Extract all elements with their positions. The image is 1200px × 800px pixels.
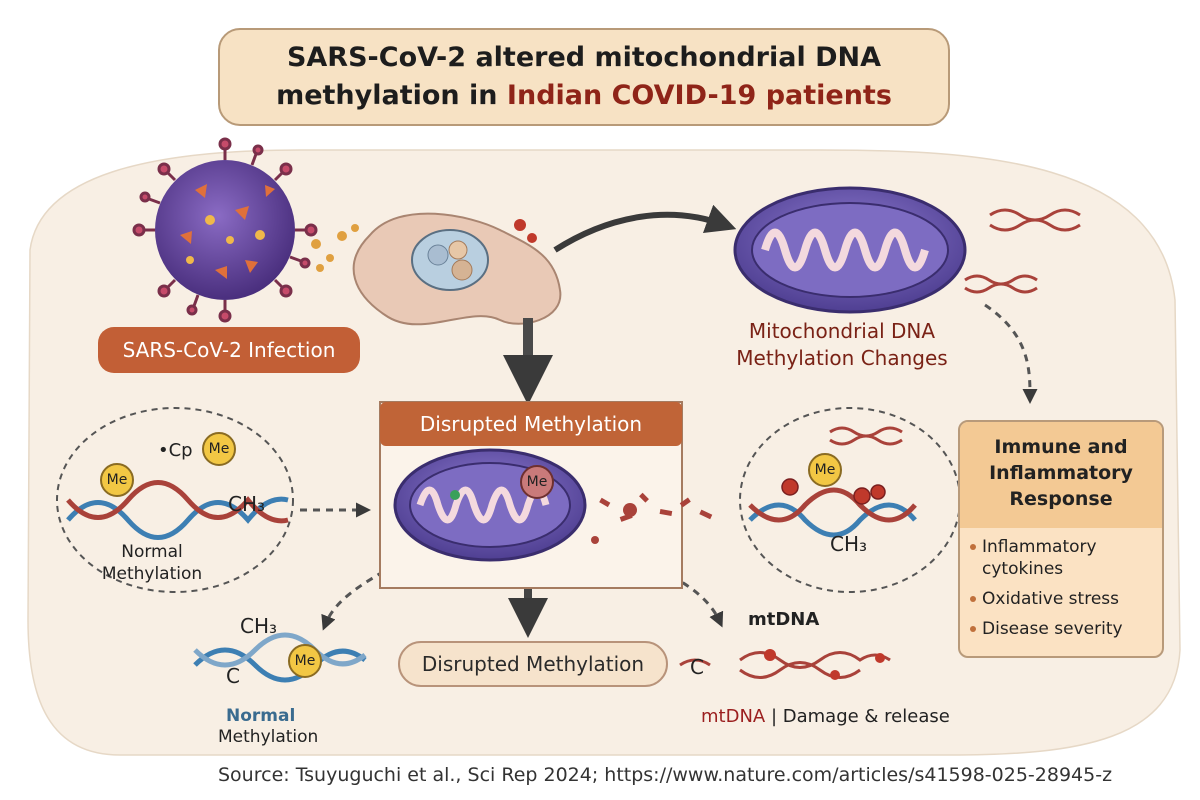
fragments <box>591 492 713 544</box>
immune-item: Disease severity <box>970 618 1123 640</box>
title-line-1: SARS-CoV-2 altered mitochondrial DNA <box>286 42 882 73</box>
immune-item-text: Disease severity <box>982 619 1123 639</box>
me-badge: Me <box>520 465 554 499</box>
mtdna-damage-label: mtDNA | Damage & release <box>701 706 950 727</box>
me-badge: Me <box>808 453 842 487</box>
infection-label: SARS-CoV-2 Infection <box>98 327 360 373</box>
disrupted-header: Disrupted Methylation <box>380 402 682 446</box>
bullet-icon <box>970 544 976 550</box>
me-badge: Me <box>100 463 134 497</box>
arrow-box-to-normal-bottom <box>321 563 396 631</box>
title-line-2: methylation in Indian COVID-19 patients <box>220 77 948 115</box>
cell-icon <box>352 212 562 326</box>
c-label: C <box>690 655 704 679</box>
title-line-2-prefix: methylation in <box>276 80 507 111</box>
normal-methylation-label: Normal Methylation <box>101 542 203 584</box>
methylation-label-bottom: Methylation <box>218 727 319 747</box>
arrow-cell-to-mito <box>553 204 737 253</box>
me-badge: Me <box>288 644 322 678</box>
title-line-2-accent: Indian COVID-19 patients <box>506 80 892 111</box>
normal-label-bottom: Normal <box>226 706 296 726</box>
mitochondrion-icon-small <box>393 448 587 562</box>
c-label: C <box>226 664 240 688</box>
normal-circle <box>56 407 294 593</box>
mito-changes-label: Mitochondrial DNA Methylation Changes <box>736 319 948 370</box>
immune-item-text: Oxidative stress <box>982 589 1119 609</box>
mtdna-damage-rest: | Damage & release <box>765 706 950 727</box>
ch3-label: CH₃ <box>228 492 266 516</box>
immune-panel: Immune and Inflammatory Response Inflamm… <box>958 420 1164 658</box>
source-citation: Source: Tsuyuguchi et al., Sci Rep 2024;… <box>218 764 1113 786</box>
virus-icon <box>132 137 318 323</box>
dna-icon <box>66 480 289 540</box>
disrupted-bottom-label: Disrupted Methylation <box>398 641 668 687</box>
mtdna-label: mtDNA <box>748 609 820 630</box>
dna-fragments-top <box>964 208 1081 294</box>
immune-header: Immune and Inflammatory Response <box>960 422 1162 528</box>
mitochondrion-icon <box>733 186 967 314</box>
immune-item: Oxidative stress <box>970 588 1119 610</box>
bullet-icon <box>970 596 976 602</box>
immune-item-text: Inflammatory cytokines <box>982 537 1097 579</box>
immune-item: Inflammatory cytokines <box>970 536 1152 580</box>
mtdna-damage-red: mtDNA <box>701 706 766 727</box>
ch3-label: CH₃ <box>830 532 868 556</box>
arrow-box-to-mtdna <box>659 568 724 628</box>
bullet-icon <box>970 626 976 632</box>
ch3-label: CH₃ <box>240 614 278 638</box>
cp-label: •Cp <box>158 440 193 461</box>
me-badge: Me <box>202 432 236 466</box>
title-banner: SARS-CoV-2 altered mitochondrial DNA met… <box>218 28 950 126</box>
arrow-dashed-to-immune <box>984 303 1038 404</box>
